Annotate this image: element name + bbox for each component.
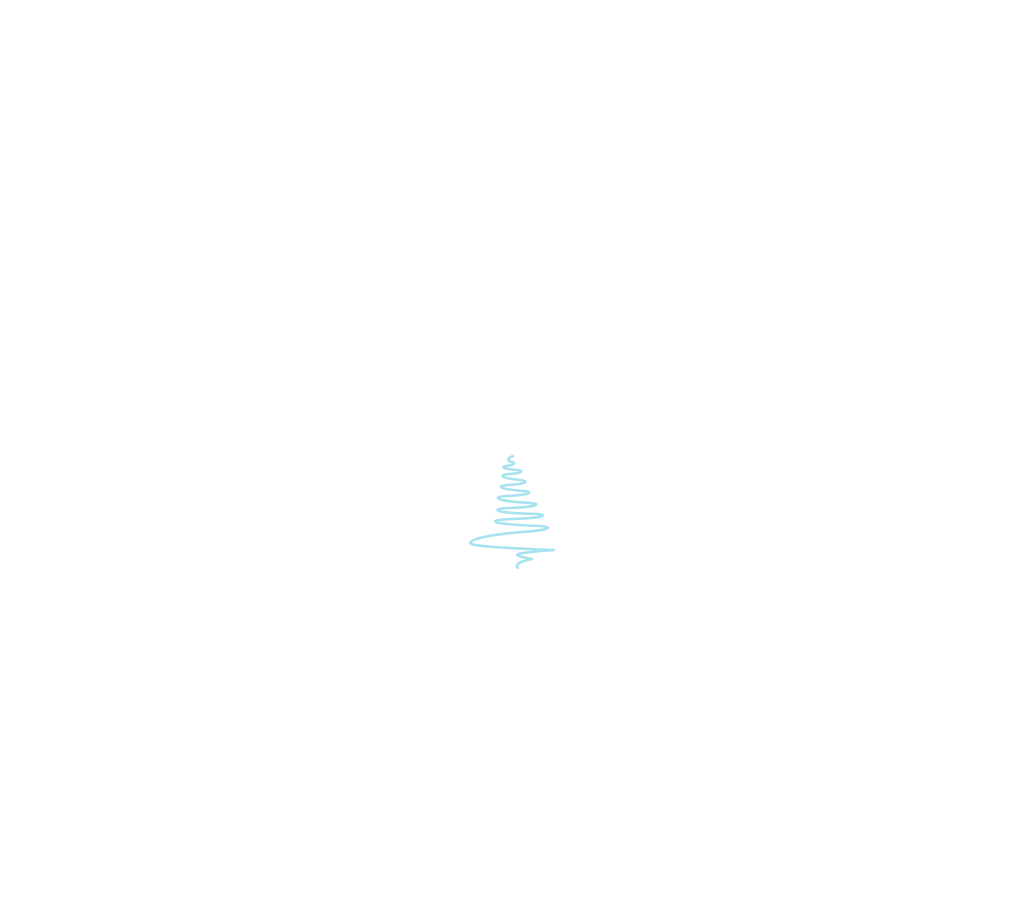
- scribble-tree-icon: [468, 454, 556, 570]
- loading-indicator: [462, 450, 562, 580]
- tree-scribble-stroke: [468, 454, 556, 570]
